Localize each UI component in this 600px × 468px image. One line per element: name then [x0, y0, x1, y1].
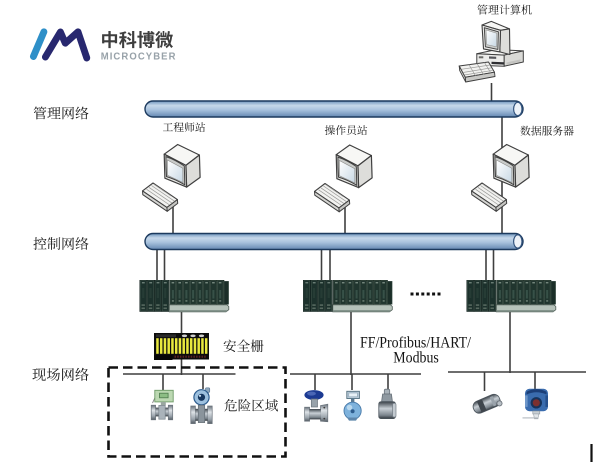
svg-text:Modbus: Modbus: [393, 347, 439, 366]
svg-text:FF/Profibus/HART/: FF/Profibus/HART/: [360, 332, 471, 351]
svg-text:MICROCYBER: MICROCYBER: [101, 51, 177, 62]
